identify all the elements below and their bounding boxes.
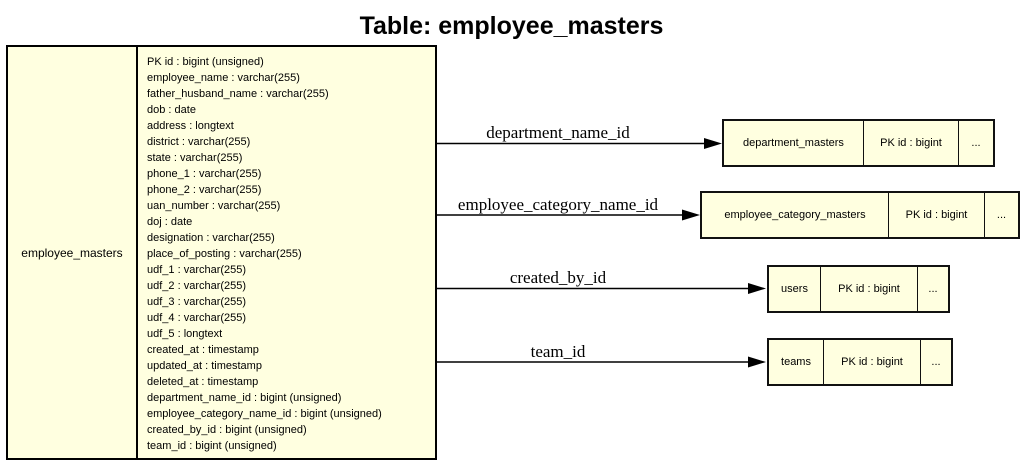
rel-table-more-cell: ... (971, 137, 981, 149)
field-row: state : varchar(255) (147, 152, 243, 164)
edge-label-created-by-id: created_by_id (509, 268, 607, 287)
field-row: deleted_at : timestamp (147, 376, 259, 388)
field-row: udf_5 : longtext (147, 328, 223, 340)
rel-table-pk-cell: PK id : bigint (821, 267, 918, 311)
rel-table-name-cell: employee_category_masters (702, 193, 889, 237)
field-row: district : varchar(255) (147, 136, 251, 148)
field-row: department_name_id : bigint (unsigned) (147, 392, 342, 404)
rel-table-pk-cell: PK id : bigint (824, 340, 921, 384)
table-name-cell: employee_masters (8, 47, 138, 458)
field-row: udf_1 : varchar(255) (147, 264, 247, 276)
field-row: employee_name : varchar(255) (147, 72, 300, 84)
edge-label-team-id: team_id (530, 342, 586, 361)
rel-table-name-cell: department_masters (724, 121, 864, 165)
field-row: phone_1 : varchar(255) (147, 168, 262, 180)
rel-table-pk-cell: PK id : bigint (864, 121, 959, 165)
field-row: udf_2 : varchar(255) (147, 280, 247, 292)
diagram-title: Table: employee_masters (359, 12, 664, 40)
field-row: PK id : bigint (unsigned) (147, 56, 264, 68)
table-node-employee-category-masters: employee_category_masters PK id : bigint… (700, 191, 1020, 239)
edge-label-employee-category-name-id: employee_category_name_id (457, 195, 659, 214)
field-row: team_id : bigint (unsigned) (147, 440, 277, 452)
table-node-department-masters: department_masters PK id : bigint ... (722, 119, 995, 167)
field-row: udf_3 : varchar(255) (147, 296, 247, 308)
rel-table-more-cell: ... (931, 356, 941, 368)
rel-table-pk-cell: PK id : bigint (889, 193, 985, 237)
field-row: employee_category_name_id : bigint (unsi… (147, 408, 382, 420)
field-row: created_by_id : bigint (unsigned) (147, 424, 307, 436)
table-node-employee-masters: employee_masters PK id : bigint (unsigne… (6, 45, 437, 460)
rel-table-name-cell: teams (769, 340, 824, 384)
field-row: doj : date (147, 216, 193, 228)
rel-table-more-cell: ... (928, 283, 938, 295)
table-fields-cell: PK id : bigint (unsigned) employee_name … (138, 47, 435, 458)
rel-table-more-cell: ... (996, 209, 1007, 221)
field-row: udf_4 : varchar(255) (147, 312, 247, 324)
table-node-users: users PK id : bigint ... (767, 265, 950, 313)
table-node-teams: teams PK id : bigint ... (767, 338, 953, 386)
field-row: place_of_posting : varchar(255) (147, 248, 302, 260)
field-row: created_at : timestamp (147, 344, 259, 356)
field-row: address : longtext (147, 120, 234, 132)
field-row: updated_at : timestamp (147, 360, 262, 372)
rel-table-name-cell: users (769, 267, 821, 311)
field-row: uan_number : varchar(255) (147, 200, 281, 212)
field-row: father_husband_name : varchar(255) (147, 88, 329, 100)
field-row: designation : varchar(255) (147, 232, 275, 244)
field-row: phone_2 : varchar(255) (147, 184, 262, 196)
edge-label-department-name-id: department_name_id (486, 123, 630, 142)
field-row: dob : date (147, 104, 196, 116)
